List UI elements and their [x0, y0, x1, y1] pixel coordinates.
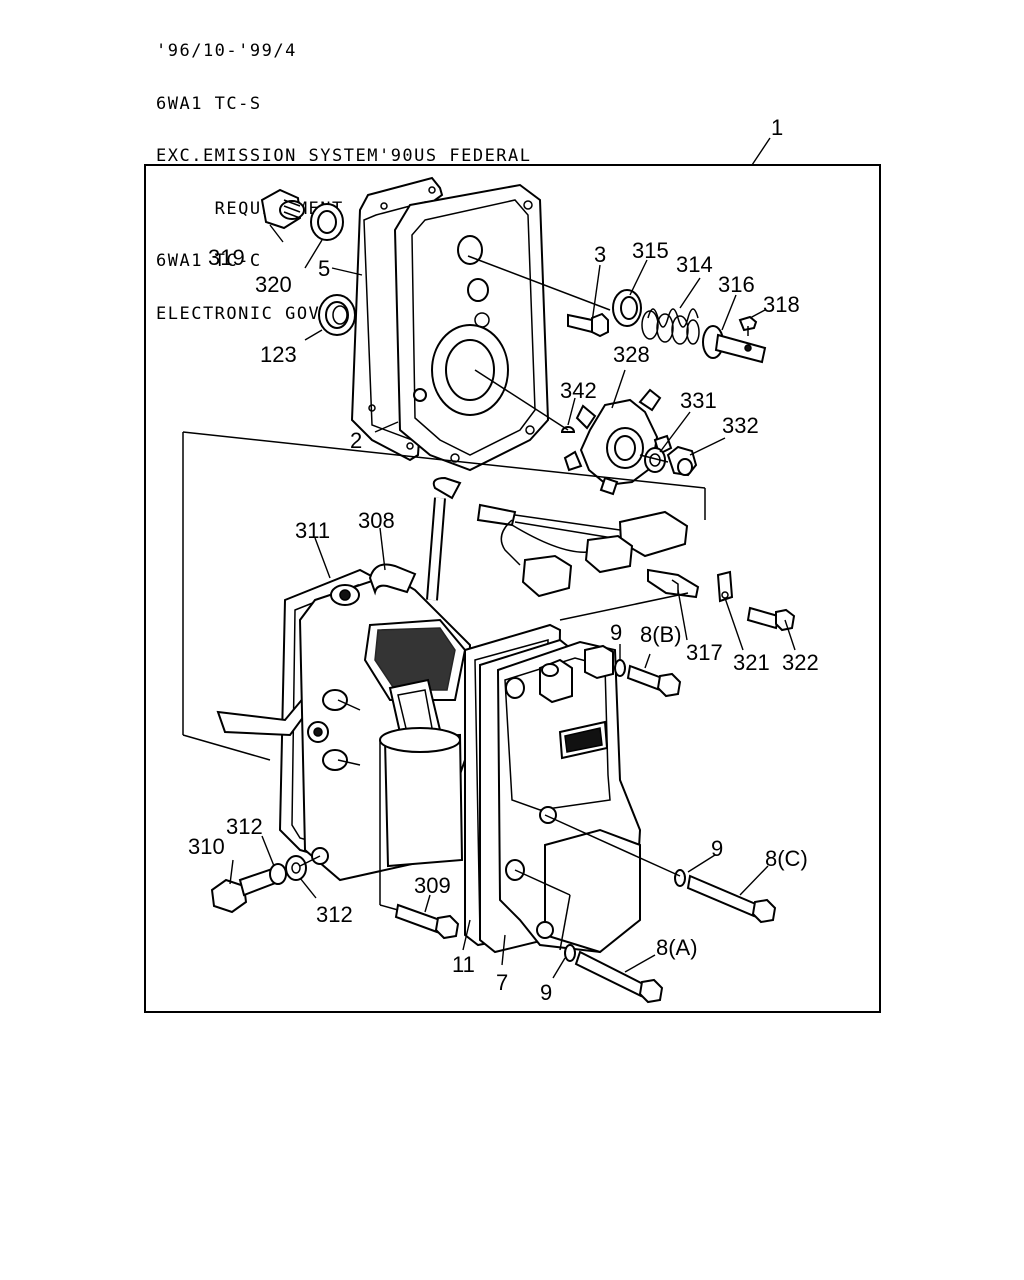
callout-318: 318 — [763, 292, 800, 317]
shaft-part-316 — [702, 325, 767, 364]
elbow-part-308 — [368, 563, 417, 596]
bolt-part-309 — [394, 903, 460, 940]
callout-3: 3 — [594, 242, 606, 267]
washer-part-320 — [310, 203, 344, 241]
callout-328: 328 — [613, 342, 650, 367]
bolt-part-310 — [210, 866, 280, 914]
ring-part-315 — [612, 289, 642, 327]
header-line: ELECTRONIC GOV — [156, 303, 321, 324]
bolt-part-8b — [626, 664, 682, 698]
callout-123: 123 — [260, 342, 297, 367]
nut-part-332 — [666, 445, 698, 477]
assembly-frame — [144, 164, 881, 1013]
callout-312: 312 — [226, 814, 263, 839]
governor-housing-part-2 — [393, 183, 550, 472]
callout-311: 311 — [295, 518, 330, 543]
callout-322: 322 — [782, 650, 819, 675]
washer-part-9 — [614, 659, 626, 677]
washer-part-9 — [564, 944, 576, 962]
callout-8a: 8(A) — [656, 935, 698, 960]
callout-321: 321 — [733, 650, 770, 675]
leader-line — [751, 137, 771, 166]
callout-7: 7 — [496, 970, 508, 995]
callout-5: 5 — [318, 256, 330, 281]
callout-331: 331 — [680, 388, 717, 413]
callout-310: 310 — [188, 834, 225, 859]
header-line: 6WA1 TC-S — [156, 93, 262, 114]
callout-9: 9 — [711, 836, 723, 861]
washer-part-312 — [285, 855, 307, 881]
callout-8b: 8(B) — [640, 622, 682, 647]
callout-332: 332 — [722, 413, 759, 438]
wiring-harness — [426, 476, 689, 601]
callout-9: 9 — [540, 980, 552, 1005]
bolt-part-8a — [574, 950, 664, 1004]
plate-part-321 — [716, 570, 734, 603]
callout-8c: 8(C) — [765, 846, 808, 871]
callout-11: 11 — [452, 952, 475, 977]
callout-314: 314 — [676, 252, 713, 277]
header-line: '96/10-'99/4 — [156, 41, 297, 61]
header-line: EXC.EMISSION SYSTEM'90US FEDERAL — [156, 146, 532, 166]
callout-315: 315 — [632, 238, 669, 263]
callout-2: 2 — [350, 428, 362, 453]
callout-308: 308 — [358, 508, 395, 533]
callout-342: 342 — [560, 378, 597, 403]
plug-part-319 — [260, 188, 305, 230]
callout-317: 317 — [686, 640, 723, 665]
callout-319: 319 — [208, 245, 245, 270]
header-line: 6WA1 TC-C — [156, 251, 262, 271]
callout-309: 309 — [414, 873, 451, 898]
oil-seal-part-123 — [318, 294, 356, 336]
callout-316: 316 — [718, 272, 755, 297]
callout-320: 320 — [255, 272, 292, 297]
screw-part-318 — [738, 315, 758, 336]
controller-housing — [496, 640, 642, 954]
callout-312: 312 — [316, 902, 353, 927]
washer-part-9 — [674, 869, 686, 887]
bolt-part-3 — [567, 312, 609, 338]
callout-9: 9 — [610, 620, 622, 645]
actuator-body — [298, 573, 472, 882]
callout-1: 1 — [771, 115, 783, 140]
washer-part-312 — [269, 863, 287, 885]
bracket-part-317 — [647, 568, 700, 599]
bolt-part-8c — [686, 874, 777, 924]
spring-part-314 — [641, 308, 700, 345]
